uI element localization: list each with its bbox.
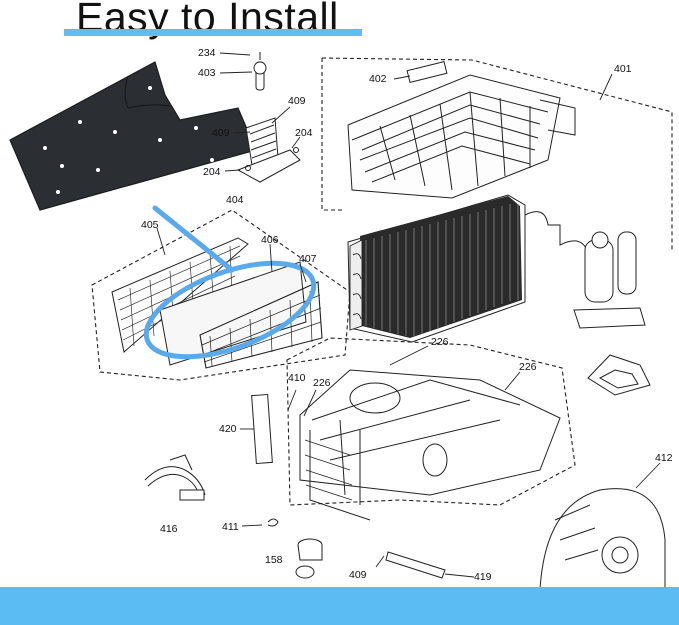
title-underline — [64, 29, 362, 36]
label-404: 404 — [226, 194, 244, 206]
strip-part — [251, 393, 273, 465]
label-204-right: 204 — [295, 127, 313, 139]
upper-housing-part — [347, 60, 576, 199]
wire-harness-part — [144, 454, 206, 501]
blower-housing-part — [539, 488, 666, 591]
label-409-left: 409 — [212, 127, 230, 139]
evaporator-coil-part — [347, 194, 591, 343]
lever-part — [385, 551, 446, 579]
label-407: 407 — [299, 253, 317, 265]
label-402: 402 — [369, 73, 387, 85]
compressor-part — [573, 231, 646, 329]
valve-part — [295, 538, 323, 579]
label-409-bottom: 409 — [349, 569, 367, 581]
label-234: 234 — [198, 47, 216, 59]
label-204-left: 204 — [203, 166, 221, 178]
label-405: 405 — [141, 219, 159, 231]
part-labels: 234 403 409 409 204 204 404 402 401 405 … — [141, 47, 673, 583]
label-226-left: 226 — [313, 377, 331, 389]
label-412: 412 — [655, 452, 673, 464]
mounting-bracket-part — [236, 117, 301, 183]
bottom-accent-bar — [0, 587, 679, 625]
label-226-top: 226 — [431, 336, 449, 348]
label-411: 411 — [222, 521, 239, 533]
label-416: 416 — [160, 523, 178, 535]
label-226-right: 226 — [519, 361, 537, 373]
label-401: 401 — [614, 63, 632, 75]
label-409-top: 409 — [288, 95, 306, 107]
drain-pan-part — [299, 369, 561, 521]
sensor-part — [253, 52, 267, 91]
clip-part — [267, 518, 279, 527]
label-158: 158 — [265, 554, 283, 566]
label-403: 403 — [198, 67, 216, 79]
label-419: 419 — [474, 571, 492, 583]
compressor-base-part — [587, 354, 651, 396]
label-410: 410 — [288, 372, 306, 384]
assembly-boundaries — [91, 57, 673, 506]
label-406: 406 — [261, 234, 279, 246]
highlight-ellipse — [143, 205, 317, 360]
foam-gasket-part — [9, 61, 257, 211]
label-420: 420 — [219, 423, 237, 435]
leader-lines — [156, 52, 661, 578]
